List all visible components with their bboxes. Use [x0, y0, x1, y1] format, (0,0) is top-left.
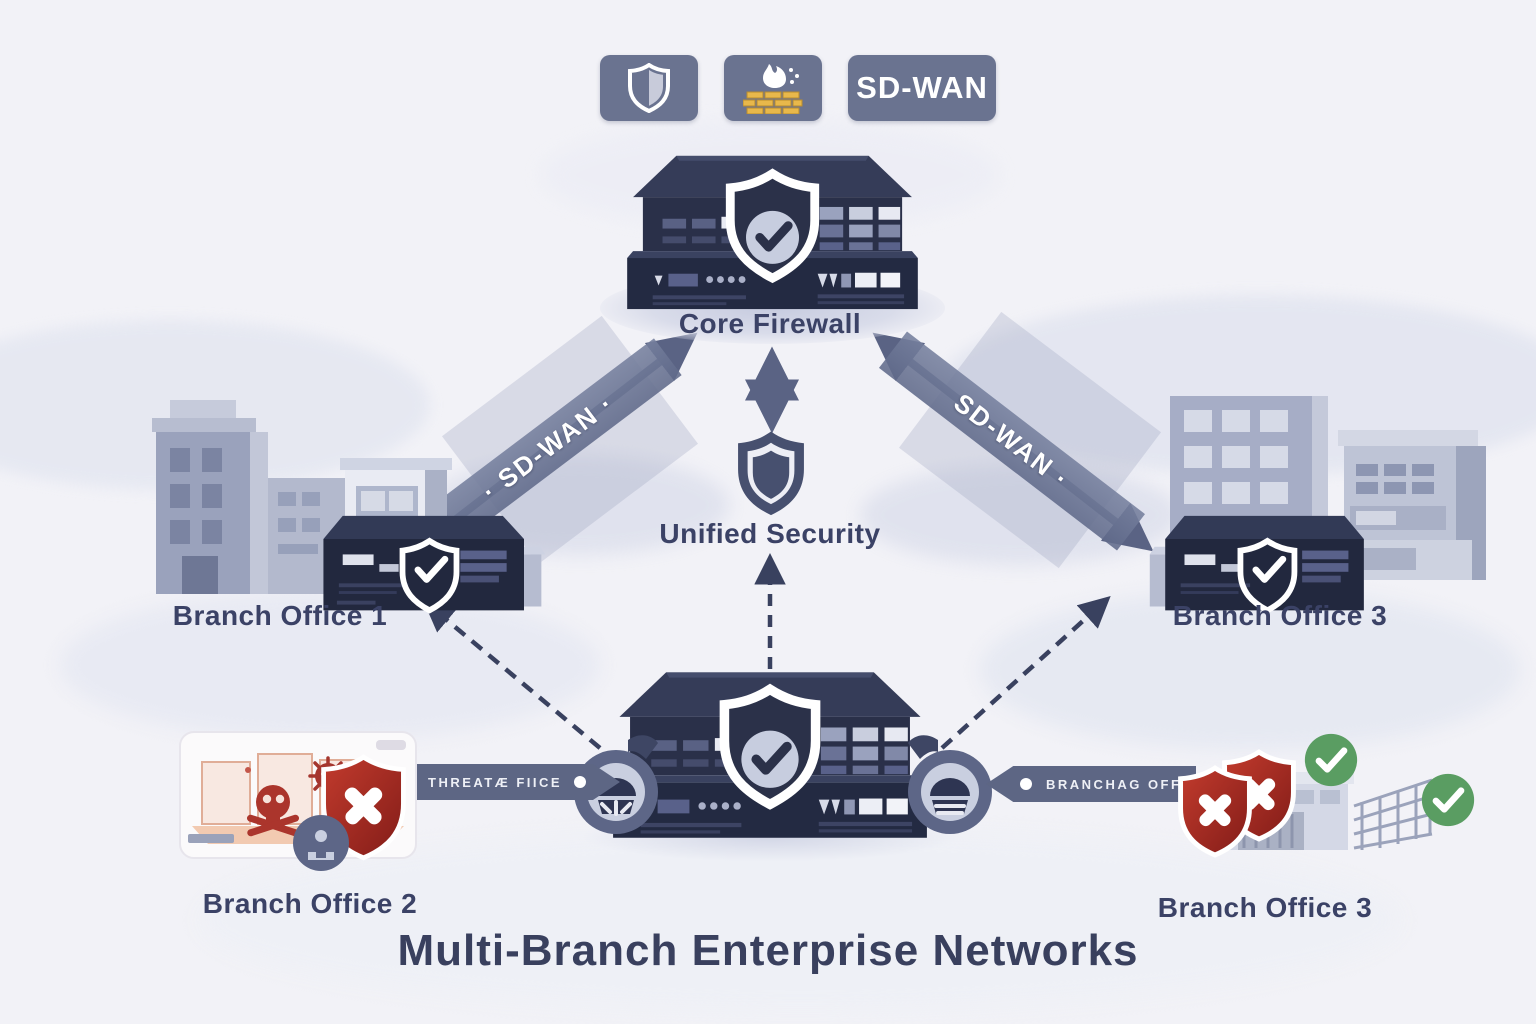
branch1-dashed-link	[423, 600, 602, 750]
branch2-label: Branch Office 2	[202, 888, 418, 919]
branch3-blocked-shields-icon	[1178, 749, 1296, 858]
unified-security-shield-icon	[738, 431, 804, 516]
branch1-label: Branch Office 1	[172, 600, 388, 631]
endpoint-agent-icon	[908, 735, 992, 834]
threat-tag-label: THREATÆ FIICE	[428, 774, 563, 790]
legend-badges: SD-WAN	[600, 55, 996, 121]
bottom-firewall-appliance	[613, 672, 927, 838]
firewall-icon	[743, 64, 803, 114]
branch-tag: BRANCHAG OFFICED	[986, 766, 1196, 802]
core-firewall-appliance	[627, 155, 918, 310]
core-firewall-label: Core Firewall	[678, 308, 862, 339]
unified-security-label: Unified Security	[659, 518, 881, 549]
branch3-top-label: Branch Office 3	[1172, 600, 1388, 631]
branch1-shield-check-icon	[399, 537, 460, 614]
branch3-appliance	[1149, 515, 1364, 614]
branch2-endpoint-icon	[293, 815, 349, 871]
sdwan-badge: SD-WAN	[848, 55, 996, 121]
branch3-dashed-link	[940, 595, 1111, 750]
firewall-badge	[724, 55, 822, 121]
branch3-bottom-label: Branch Office 3	[1157, 892, 1373, 923]
shield-badge	[600, 55, 698, 121]
branch1-appliance	[323, 515, 546, 614]
check-ok-icon	[1421, 773, 1475, 827]
check-ok-icon	[1304, 733, 1358, 787]
threat-tag: THREATÆ FIICE	[412, 764, 620, 800]
threat-tag-dot	[574, 776, 586, 788]
page-title: Multi-Branch Enterprise Networks	[397, 926, 1139, 975]
sdwan-badge-label: SD-WAN	[856, 70, 988, 105]
shield-icon	[628, 63, 670, 113]
branch3-shield-check-icon	[1237, 537, 1298, 614]
skull-icon	[246, 785, 300, 837]
branch-tag-label: BRANCHAG OFFICED	[1046, 776, 1223, 792]
branch-tag-dot	[1020, 778, 1032, 790]
